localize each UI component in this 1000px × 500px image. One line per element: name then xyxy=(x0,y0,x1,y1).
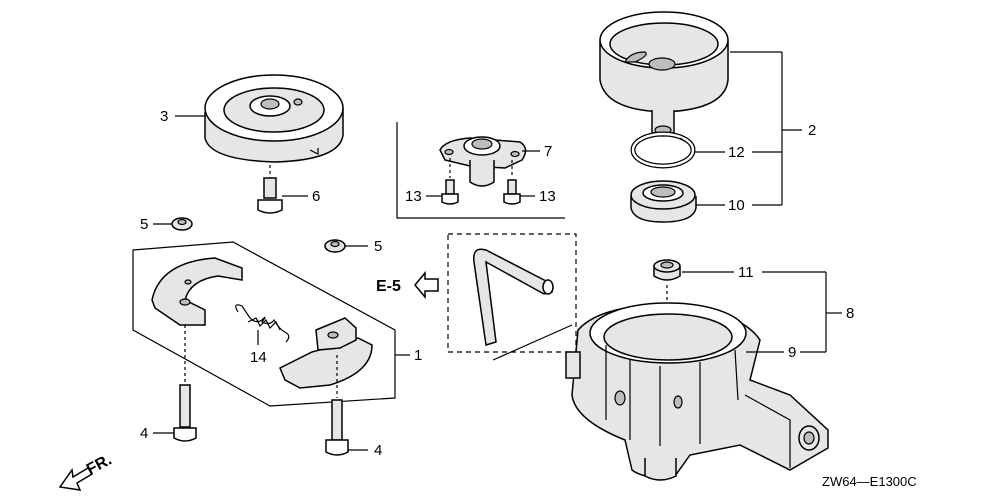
hose-reference-box xyxy=(447,233,577,353)
part-11-oil-seal xyxy=(653,259,681,281)
label-13-right: 13 xyxy=(539,188,556,205)
label-7: 7 xyxy=(544,143,552,160)
part-3-drum-plate xyxy=(204,74,344,163)
label-11: 11 xyxy=(738,264,754,281)
part-13-bolt-left xyxy=(441,158,459,205)
part-4-bolt-right xyxy=(325,355,349,456)
label-5-left: 5 xyxy=(140,216,148,233)
diagram-code: ZW64—E1300C xyxy=(822,474,917,489)
clutch-shoe-left xyxy=(151,257,243,326)
label-12: 12 xyxy=(728,144,745,161)
front-arrow-icon xyxy=(58,466,94,491)
label-1: 1 xyxy=(414,347,422,364)
label-8: 8 xyxy=(846,305,854,322)
label-5-right: 5 xyxy=(374,238,382,255)
front-direction-indicator: FR. xyxy=(58,451,115,491)
reference-e5: E-5 xyxy=(376,278,401,295)
label-4-left: 4 xyxy=(140,425,148,442)
part-4-bolt-left xyxy=(173,325,197,442)
part-7-bearing-holder xyxy=(439,136,527,187)
label-3: 3 xyxy=(160,108,168,125)
part-6-bolt xyxy=(257,165,283,214)
label-2: 2 xyxy=(808,122,816,139)
part-9-gear-housing xyxy=(565,285,829,481)
label-14: 14 xyxy=(250,349,267,366)
label-6: 6 xyxy=(312,188,320,205)
label-9: 9 xyxy=(788,344,796,361)
part-14-spring xyxy=(235,304,290,343)
clutch-shoe-right xyxy=(279,317,373,389)
part-5-washer-right xyxy=(324,239,346,253)
part-2-clutch-drum xyxy=(599,11,729,137)
label-4-right: 4 xyxy=(374,442,382,459)
label-10: 10 xyxy=(728,197,745,214)
bracket-frame-lines xyxy=(396,122,565,219)
part-12-circlip xyxy=(630,131,696,169)
reference-arrow-icon xyxy=(414,270,439,300)
hose xyxy=(473,248,554,346)
part-5-washer-left xyxy=(171,217,193,231)
part-10-bearing xyxy=(630,180,697,223)
part-13-bolt-right xyxy=(503,160,521,205)
label-13-left: 13 xyxy=(405,188,422,205)
part-1-frame xyxy=(132,241,396,407)
